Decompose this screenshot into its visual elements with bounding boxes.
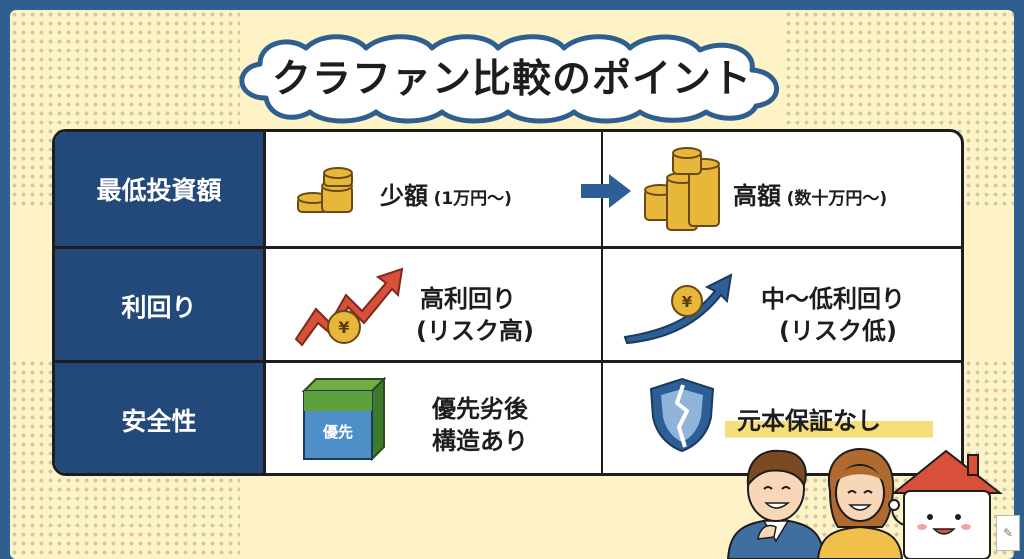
high-yield-label: 高利回り	[420, 285, 516, 313]
mid-low-yield-label: 中〜低利回り	[761, 285, 905, 313]
svg-text:¥: ¥	[682, 293, 693, 311]
small-amount-text: 少額 (1万円〜)	[380, 176, 512, 211]
row-header-safety: 安全性	[55, 363, 266, 473]
sharp-rising-arrow-yen-icon: ¥	[294, 267, 404, 347]
small-coin-stack-icon	[297, 167, 353, 213]
priority-structure-line1: 優先劣後	[432, 395, 528, 423]
cell-small-amount: 少額 (1万円〜)	[266, 132, 603, 246]
row-header-min-investment: 最低投資額	[55, 132, 266, 246]
broken-shield-icon	[649, 377, 715, 453]
text-highlight	[725, 397, 933, 441]
man-figure	[726, 449, 826, 559]
cloud-shape	[239, 34, 779, 124]
cell-no-principal-guarantee: 元本保証なし	[603, 363, 961, 473]
mid-low-yield-risk: (リスク低)	[779, 317, 897, 345]
large-amount-text: 高額 (数十万円〜)	[733, 176, 887, 211]
row-header-yield: 利回り	[55, 249, 266, 363]
comparison-table: 最低投資額 少額 (1万円〜)	[52, 129, 964, 476]
arrow-right-icon	[581, 174, 631, 208]
priority-box-label: 優先	[322, 423, 353, 441]
table-row-min-investment: 最低投資額 少額 (1万円〜)	[55, 132, 961, 246]
small-amount-sub: (1万円〜)	[433, 189, 512, 209]
house-mascot	[888, 449, 1003, 559]
cell-mid-low-yield: ¥ 中〜低利回り (リスク低)	[603, 249, 961, 363]
corner-badge-icon: ✎	[996, 515, 1020, 551]
priority-structure-line2: 構造あり	[432, 427, 528, 455]
large-amount-label: 高額	[733, 182, 781, 210]
people-illustration	[726, 447, 1003, 559]
table-row-safety: 安全性 優先 優先劣後 構造あり 元本保証なし	[55, 360, 961, 473]
small-amount-label: 少額	[380, 182, 428, 210]
high-yield-risk: (リスク高)	[416, 317, 534, 345]
cell-large-amount: 高額 (数十万円〜)	[581, 132, 961, 246]
table-row-yield: 利回り ¥ 高利回り (リスク高) ¥ 中〜低利回り (リスク低)	[55, 246, 961, 363]
cell-priority-structure: 優先 優先劣後 構造あり	[266, 363, 603, 473]
cell-high-yield: ¥ 高利回り (リスク高)	[266, 249, 603, 363]
large-amount-sub: (数十万円〜)	[786, 189, 888, 209]
priority-box-icon: 優先	[301, 376, 387, 462]
page-title: クラファン比較のポイント	[271, 57, 752, 102]
no-principal-guarantee-text: 元本保証なし	[737, 407, 881, 435]
svg-text:¥: ¥	[338, 318, 349, 337]
woman-figure	[816, 447, 904, 559]
title-banner: クラファン比較のポイント	[226, 28, 798, 124]
gentle-rising-arrow-yen-icon: ¥	[623, 273, 733, 345]
large-coin-stack-icon	[644, 147, 720, 231]
